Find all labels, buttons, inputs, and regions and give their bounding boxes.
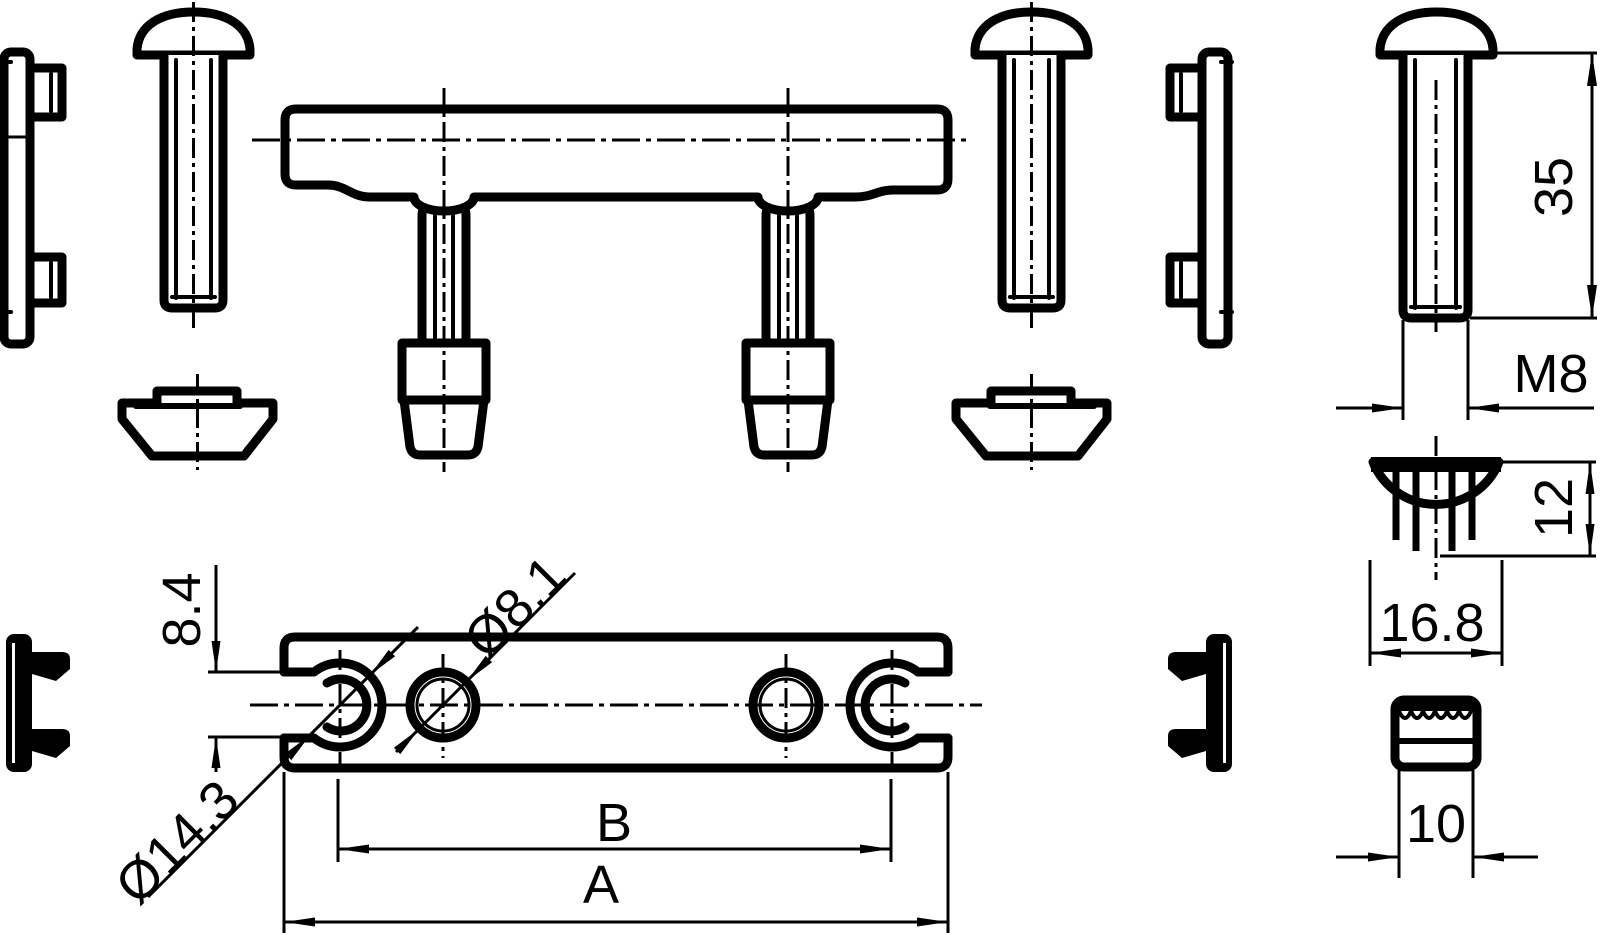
- dim-label-d14-3: Ø14.3: [104, 769, 250, 915]
- end-cap-bottom-right: [1168, 634, 1232, 772]
- connector-bottom-view: 8.4 Ø8.1 Ø14.3 B: [104, 545, 982, 933]
- dim-label-b: B: [596, 793, 632, 853]
- button-head-screw-front-left: [132, 2, 255, 330]
- dimensioned-screw-view: 35 M8: [1336, 7, 1597, 420]
- end-cap-bottom-left: [6, 634, 70, 772]
- dim-slot-offset: 8.4: [152, 565, 284, 772]
- end-cap-side-view-left: [0, 47, 67, 349]
- dim-thread-size: M8: [1336, 320, 1594, 420]
- dim-label-10: 10: [1406, 794, 1466, 854]
- connector-bar: [280, 104, 953, 216]
- t-nut-side-view-right: [951, 374, 1112, 470]
- serration-wave: [1397, 705, 1473, 720]
- dim-overall-length: A: [282, 772, 950, 933]
- end-cap-side-view-right: [1165, 47, 1234, 349]
- dim-label-d8-1: Ø8.1: [453, 545, 578, 670]
- dim-label-16-8: 16.8: [1379, 593, 1484, 653]
- t-nut-side-view-left: [117, 374, 278, 470]
- dim-cap-width: 10: [1336, 770, 1538, 878]
- dim-label-12: 12: [1524, 478, 1584, 538]
- right-slot-inner-arc: [860, 674, 910, 736]
- dim-nut-width: 16.8: [1368, 560, 1504, 666]
- dim-hole-spacing: B: [336, 779, 893, 862]
- dim-label-m8: M8: [1513, 344, 1588, 404]
- connector-assembly-view: [252, 88, 966, 472]
- dim-nut-height: 12: [1440, 460, 1596, 558]
- button-head-screw-front-right: [970, 2, 1093, 330]
- t-nut-front-view: 12 16.8: [1368, 436, 1596, 666]
- dim-label-35: 35: [1524, 157, 1584, 217]
- dim-label-a: A: [583, 855, 619, 915]
- dim-label-8-4: 8.4: [152, 572, 212, 647]
- dim-hole-diameter: Ø8.1: [393, 545, 578, 755]
- dim-screw-length: 35: [1470, 51, 1597, 320]
- serrated-cap-view: 10: [1336, 695, 1538, 878]
